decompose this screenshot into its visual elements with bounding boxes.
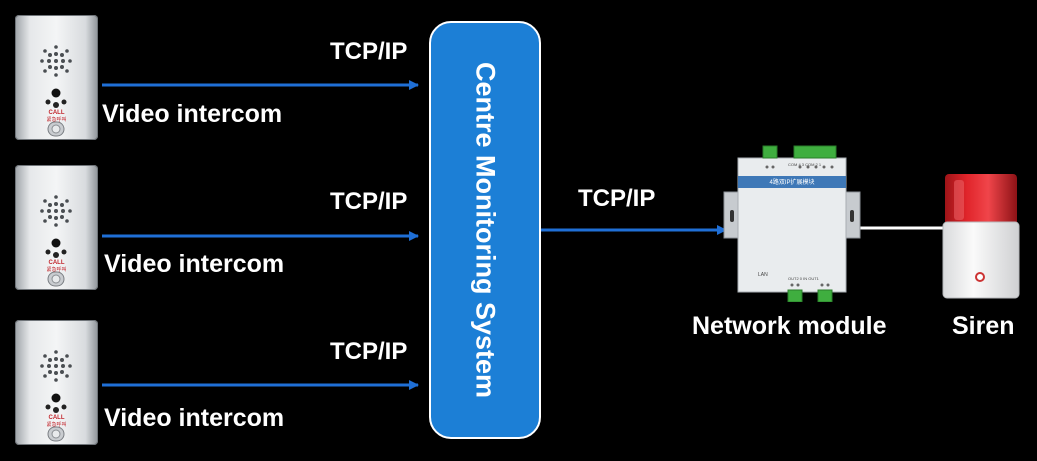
intercom-caption: CALL [48, 260, 65, 266]
intercom-subcaption: 紧急呼叫 [46, 117, 67, 123]
intercom-subcaption: 紧急呼叫 [46, 267, 67, 273]
module-out-text: OUT2 0 IN OUT1 [788, 276, 819, 281]
video-intercom-label-2: Video intercom [104, 250, 285, 278]
speaker-grille-icon [40, 350, 72, 442]
protocol-label-3: TCP/IP [330, 338, 408, 365]
network-module-device: COM 4 3 COM 2 1 4路双IP扩展模块 LAN OUT2 0 IN … [722, 140, 862, 302]
siren-label: Siren [952, 312, 1015, 340]
centre-monitoring-label: Centre Monitoring System [470, 61, 501, 399]
intercom-caption: CALL [48, 415, 65, 421]
intercom-caption: CALL [48, 110, 65, 116]
module-lan-text: LAN [758, 272, 768, 278]
video-intercom-label-1: Video intercom [102, 100, 283, 128]
module-top-text: COM 4 3 COM 2 1 [788, 162, 822, 167]
speaker-grille-icon [40, 195, 72, 287]
video-intercom-label-3: Video intercom [104, 404, 285, 432]
network-module-label: Network module [692, 312, 887, 340]
protocol-label-module: TCP/IP [578, 185, 656, 212]
video-intercom-device-3: CALL 紧急呼叫 [15, 320, 98, 445]
protocol-label-1: TCP/IP [330, 38, 408, 65]
siren-device [942, 172, 1020, 300]
centre-monitoring-system: Centre Monitoring System [429, 21, 541, 439]
video-intercom-device-2: CALL 紧急呼叫 [15, 165, 98, 290]
module-panel-text: 4路双IP扩展模块 [769, 180, 815, 186]
speaker-grille-icon [40, 45, 72, 137]
intercom-subcaption: 紧急呼叫 [46, 422, 67, 428]
protocol-label-2: TCP/IP [330, 188, 408, 215]
video-intercom-device-1: CALL 紧急呼叫 [15, 15, 98, 140]
